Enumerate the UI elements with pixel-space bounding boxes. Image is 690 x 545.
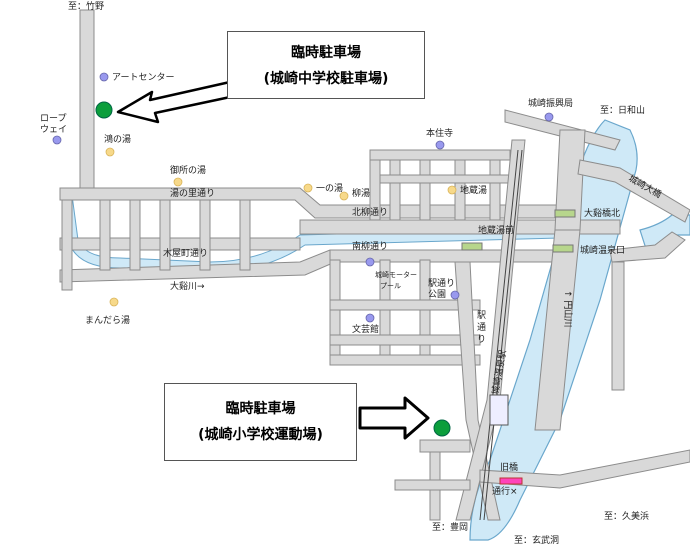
label-ekidori-park-2: 公園 [428,289,446,300]
callout-junior-high-parking: 臨時駐車場 (城崎中学校駐車場) [227,31,425,99]
label-to-toyooka: 至：豊岡 [432,521,468,533]
traffic-signals [461,209,576,253]
callout-elementary-parking: 臨時駐車場 (城崎小学校運動場) [164,383,357,461]
label-shinkokyoku: 城崎振興局 [528,97,573,109]
label-ropeway-2: ウェイ [40,124,67,135]
label-art-center: アートセンター [112,72,174,83]
label-gosho-no-yu: 御所の湯 [170,164,206,176]
label-jizou-yu: 地蔵湯 [460,184,487,196]
callout-bottom-line2: (城崎小学校運動場) [198,427,323,443]
label-kyuhashi: 旧橋 [500,461,518,473]
label-ekidori-3: り [477,334,486,345]
label-ichi-no-yu: 一の湯 [316,183,343,194]
label-to-hiyoriyama: 至：日和山 [600,105,645,116]
label-kiyamachi-dori: 木屋町通り [163,247,208,259]
bath-dots [105,147,457,307]
label-honjuji: 本住寺 [426,127,453,139]
label-minamiyanagi-dori: 南柳通り [352,240,388,252]
label-yanagi-yu: 柳湯 [352,187,370,199]
callout-top-line2: (城崎中学校駐車場) [263,71,389,87]
facility-dots [52,72,554,323]
label-to-takeno: 至：竹野 [68,0,104,12]
label-kou-no-yu: 鴻の湯 [104,133,131,145]
label-ekidori-park-1: 駅通り [428,278,455,289]
label-ropeway-1: ロープ [40,113,66,124]
label-ekidori-2: 通 [477,322,486,333]
label-otanigawa: 大谿川→ [170,280,205,292]
railway [479,149,523,521]
label-to-genbudo: 至：玄武洞 [514,534,559,545]
roads [59,9,690,521]
label-kitayanagi-dori: 北柳通り [352,206,388,218]
label-jizouyumae: 地蔵湯前 [478,224,514,236]
label-tsukodome: 通行× [492,485,518,497]
label-maruyamagawa: ↑ 円山川 [562,290,573,327]
label-yunosato-dori: 湯の里通り [170,188,215,199]
label-bungeikan: 文芸館 [352,323,379,335]
closed-bridge-marker [499,477,523,485]
label-mandara-yu: まんだら湯 [85,315,130,326]
arrow-to-elementary [358,396,430,440]
label-onsen-guchi: 城崎温泉口 [580,244,625,256]
label-kinosaki-pool-2: プール [380,282,401,290]
label-otanibashi-kita: 大谿橋北 [584,207,620,219]
label-to-kumihama: 至：久美浜 [604,510,649,522]
label-kinosaki-pool-1: 城崎モーター [375,270,417,279]
callout-bottom-line1: 臨時駐車場 [225,401,296,417]
parking-dot-elementary [433,419,451,437]
arrow-to-junior-high [116,80,237,124]
callout-top-line1: 臨時駐車場 [291,45,361,61]
parking-dot-junior-high [95,101,113,119]
station-building [489,394,509,426]
label-ekidori-1: 駅 [477,310,486,321]
